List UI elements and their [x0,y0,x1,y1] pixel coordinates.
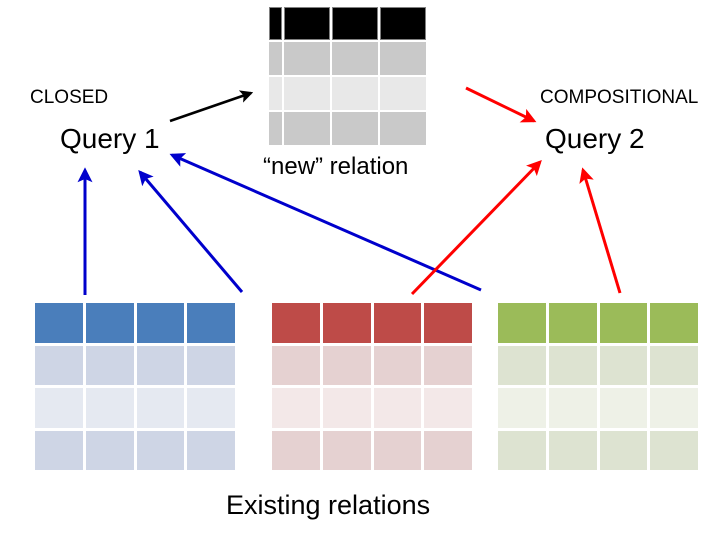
table-row [498,345,698,385]
table-cell [332,77,378,110]
table-cell [380,77,426,110]
table-cell [35,388,83,428]
table-row [498,430,698,470]
table-row [498,388,698,428]
table-cell [599,303,648,343]
table-row [498,303,698,343]
table-row [35,345,235,385]
table-cell [272,388,320,428]
table-cell [85,303,134,343]
table-cell [284,112,330,145]
table-cell [187,303,235,343]
table-cell [35,345,83,385]
table-cell [424,430,472,470]
table-cell [187,388,235,428]
table-cell [272,430,320,470]
arrow-new-relation-to-query2 [465,86,537,123]
table-cell [373,430,422,470]
table-cell [380,112,426,145]
new-relation-table [269,7,426,145]
table-cell [35,430,83,470]
table-row [269,42,426,75]
table-cell [599,388,648,428]
arrow-red-relation-to-query2 [410,160,542,296]
table-cell [136,303,185,343]
table-cell [272,345,320,385]
table-cell [650,345,698,385]
table-cell [332,112,378,145]
table-cell [498,430,546,470]
table-cell [269,7,282,40]
table-cell [380,42,426,75]
table-cell [650,430,698,470]
arrow-blue-relation-to-query1-b [138,169,244,293]
existing-relation-green-table [498,303,698,470]
table-cell [136,430,185,470]
table-cell [85,430,134,470]
existing-relation-red-table [272,303,472,470]
table-cell [498,303,546,343]
label-compositional: COMPOSITIONAL [540,87,699,108]
table-cell [373,303,422,343]
table-cell [548,388,597,428]
table-cell [269,77,282,110]
table-cell [269,112,282,145]
table-row [272,345,472,385]
table-cell [269,42,282,75]
table-cell [498,345,546,385]
table-cell [136,345,185,385]
table-cell [187,430,235,470]
table-cell [322,303,371,343]
table-row [272,303,472,343]
table-cell [322,345,371,385]
table-cell [373,345,422,385]
arrow-green-relation-to-query2 [579,167,622,294]
table-cell [424,303,472,343]
table-cell [650,303,698,343]
table-row [35,388,235,428]
table-cell [85,388,134,428]
table-cell [599,345,648,385]
table-cell [599,430,648,470]
table-cell [650,388,698,428]
table-cell [380,7,426,40]
table-row [35,303,235,343]
table-cell [284,42,330,75]
table-cell [272,303,320,343]
table-cell [284,7,330,40]
label-new-relation: “new” relation [263,153,409,180]
table-row [269,112,426,145]
table-cell [548,430,597,470]
arrow-query1-to-new-relation [169,90,254,123]
table-cell [424,388,472,428]
table-cell [332,7,378,40]
table-cell [136,388,185,428]
table-cell [373,388,422,428]
table-row [272,388,472,428]
table-cell [548,345,597,385]
table-cell [322,430,371,470]
table-cell [332,42,378,75]
table-row [269,77,426,110]
table-cell [322,388,371,428]
label-closed: CLOSED [30,87,109,108]
table-cell [35,303,83,343]
table-cell [85,345,134,385]
label-query-2: Query 2 [545,123,645,154]
table-cell [187,345,235,385]
table-cell [284,77,330,110]
table-row [35,430,235,470]
existing-relation-blue-table [35,303,235,470]
table-row [269,7,426,40]
label-query-1: Query 1 [60,123,160,154]
table-cell [548,303,597,343]
label-existing-relations: Existing relations [226,490,431,520]
table-row [272,430,472,470]
table-cell [424,345,472,385]
table-cell [498,388,546,428]
